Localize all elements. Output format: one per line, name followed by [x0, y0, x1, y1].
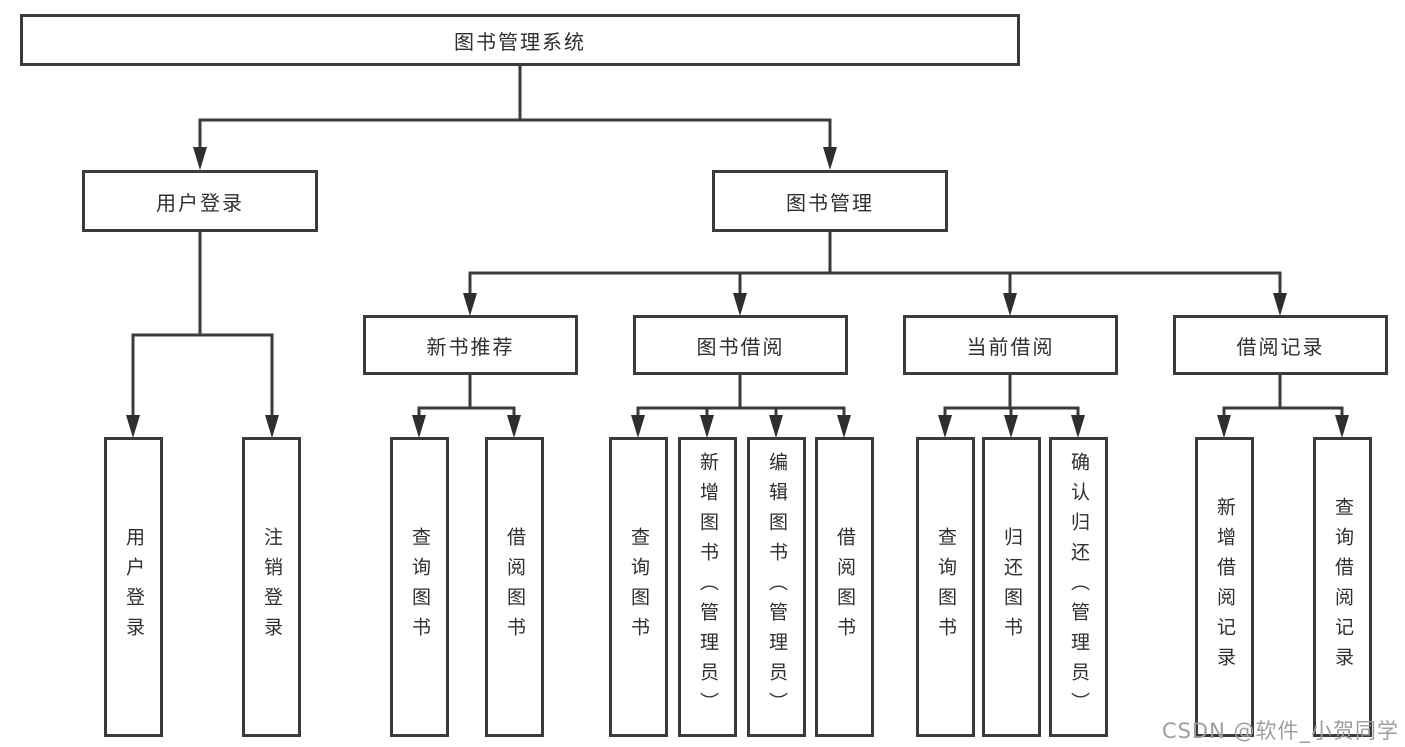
node-label: 新增图书（管理员） [697, 452, 719, 722]
connector-current-borrow-branch [943, 373, 1080, 418]
node-user-login: 用户登录 [82, 170, 318, 232]
arrow-down-icon [126, 415, 140, 438]
leaf-logout: 注销登录 [242, 437, 301, 737]
connector-book-borrow-branch [636, 373, 846, 418]
node-label: 查询图书 [935, 527, 957, 647]
arrow-down-icon [463, 293, 477, 316]
leaf-add-borrow-record: 新增借阅记录 [1195, 437, 1254, 737]
arrow-down-icon [733, 293, 747, 316]
leaf-borrow-books: 借阅图书 [815, 437, 874, 737]
leaf-borrow-books-recommend: 借阅图书 [485, 437, 544, 737]
node-label: 查询借阅记录 [1332, 497, 1354, 677]
node-label: 归还图书 [1001, 527, 1023, 647]
node-label: 图书管理系统 [454, 29, 586, 54]
arrow-down-icon [1004, 415, 1018, 438]
arrow-down-icon [1071, 415, 1085, 438]
node-label: 图书借阅 [696, 334, 785, 359]
node-label: 编辑图书（管理员） [766, 452, 788, 722]
arrow-down-icon [412, 415, 426, 438]
leaf-confirm-return-admin: 确认归还（管理员） [1049, 437, 1108, 737]
connector-borrow-records-branch [1222, 373, 1344, 418]
node-borrowing-records: 借阅记录 [1173, 315, 1388, 375]
node-label: 借阅记录 [1236, 334, 1325, 359]
csdn-watermark: CSDN @软件_小贺同学 [1161, 719, 1399, 743]
arrow-down-icon [1273, 293, 1287, 316]
node-library-management-system: 图书管理系统 [20, 14, 1020, 66]
arrow-down-icon [631, 415, 645, 438]
leaf-return-books: 归还图书 [982, 437, 1041, 737]
arrow-down-icon [265, 415, 279, 438]
arrow-down-icon [837, 415, 851, 438]
node-label: 用户登录 [123, 527, 145, 647]
node-label: 确认归还（管理员） [1068, 452, 1090, 722]
arrow-down-icon [938, 415, 952, 438]
arrow-down-icon [1217, 415, 1231, 438]
node-label: 查询图书 [409, 527, 431, 647]
arrow-down-icon [507, 415, 521, 438]
node-label: 新增借阅记录 [1214, 497, 1236, 677]
leaf-query-books-borrow: 查询图书 [609, 437, 668, 737]
arrow-down-icon [1335, 415, 1349, 438]
node-label: 新书推荐 [426, 334, 515, 359]
node-label: 图书管理 [786, 190, 874, 215]
node-label: 借阅图书 [504, 527, 526, 647]
node-new-book-recommendation: 新书推荐 [363, 315, 578, 375]
arrow-down-icon [1003, 293, 1017, 316]
node-label: 注销登录 [261, 527, 283, 647]
connector-user-login-branch [131, 230, 274, 418]
connector-new-book-branch [417, 373, 516, 418]
arrow-down-icon [193, 147, 207, 170]
arrow-down-icon [700, 415, 714, 438]
connector-book-management-branch [468, 230, 1282, 296]
connector-root-to-level2 [198, 64, 832, 150]
node-book-borrowing: 图书借阅 [633, 315, 848, 375]
node-current-borrowing: 当前借阅 [903, 315, 1118, 375]
leaf-query-books-current: 查询图书 [916, 437, 975, 737]
node-book-management: 图书管理 [712, 170, 948, 232]
leaf-query-borrow-record: 查询借阅记录 [1313, 437, 1372, 737]
leaf-edit-books-admin: 编辑图书（管理员） [747, 437, 806, 737]
node-label: 用户登录 [156, 190, 244, 215]
node-label: 当前借阅 [966, 334, 1055, 359]
arrow-down-icon [823, 147, 837, 170]
leaf-query-books-recommend: 查询图书 [390, 437, 449, 737]
node-label: 查询图书 [628, 527, 650, 647]
node-label: 借阅图书 [834, 527, 856, 647]
arrow-down-icon [769, 415, 783, 438]
leaf-add-books-admin: 新增图书（管理员） [678, 437, 737, 737]
leaf-user-login: 用户登录 [104, 437, 163, 737]
